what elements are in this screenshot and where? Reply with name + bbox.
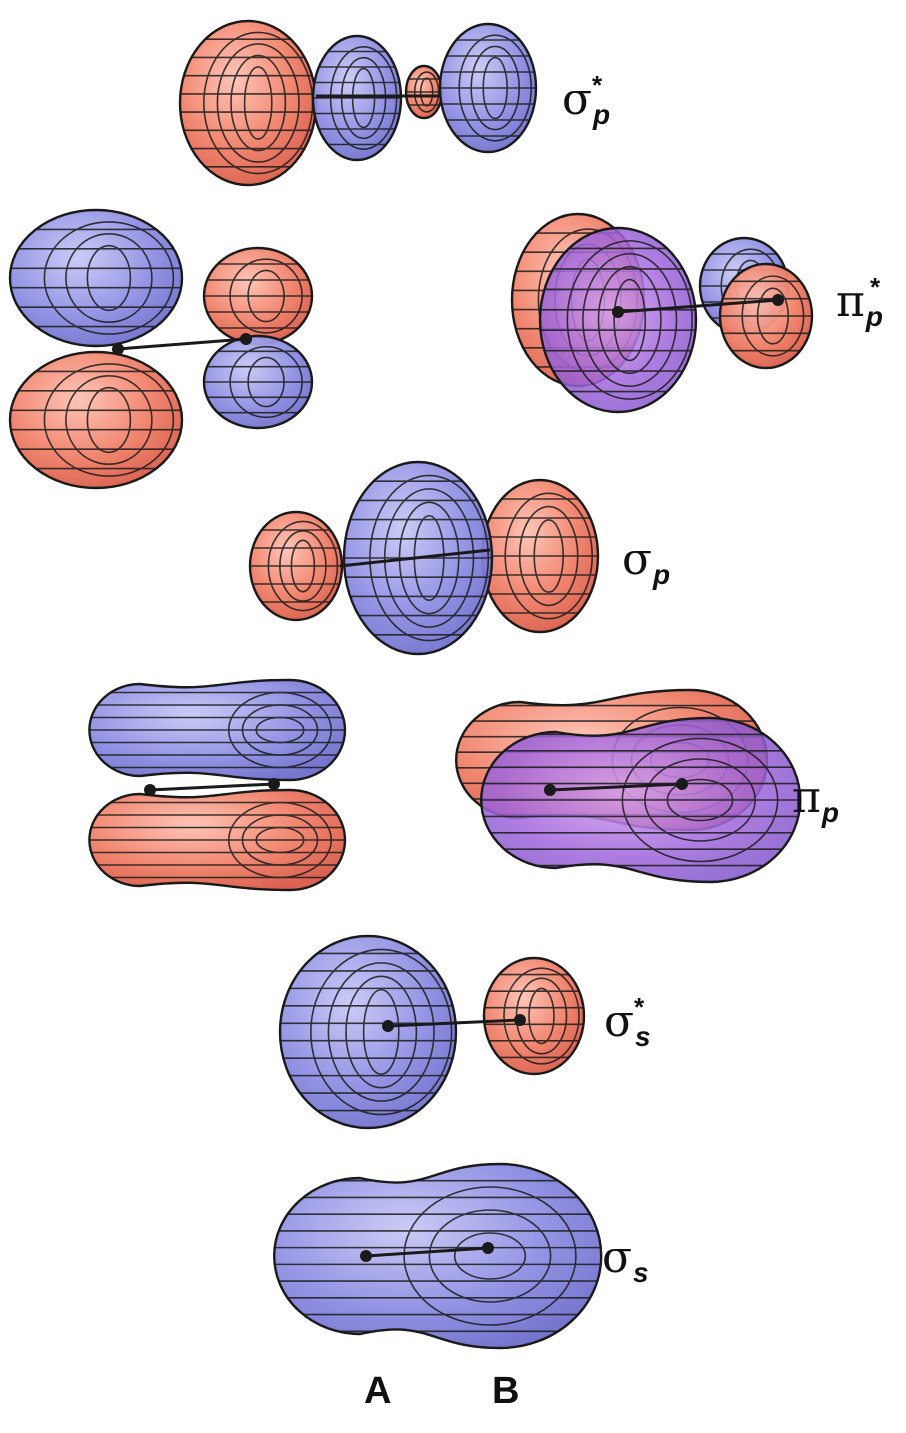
lobe-positive bbox=[280, 936, 456, 1128]
orbital-label-sigma-s: σs bbox=[602, 1236, 649, 1280]
orbital-subscript: s bbox=[633, 1257, 649, 1288]
orbital-label-sigma-s-star: σs* bbox=[604, 1000, 651, 1044]
orbital-superscript: * bbox=[634, 994, 644, 1020]
lobe-positive bbox=[440, 24, 536, 152]
lobe-positive-lower bbox=[204, 336, 312, 428]
nucleus-b bbox=[514, 1014, 526, 1026]
nucleus-b bbox=[482, 1242, 494, 1254]
orbital-subscript: p bbox=[593, 99, 610, 130]
lobe-overlap bbox=[540, 228, 696, 412]
sigma-s-star-orbital bbox=[280, 936, 584, 1128]
pi-p-star-orbital-rotated-view bbox=[512, 214, 812, 412]
orbital-label-sigma-p: σp bbox=[622, 538, 670, 582]
lobe-overlap bbox=[474, 718, 808, 882]
lobe-negative-left bbox=[250, 512, 342, 620]
orbital-symbol: π bbox=[836, 276, 865, 327]
lobe-negative bbox=[180, 21, 316, 185]
nucleus-b bbox=[676, 778, 688, 790]
orbital-subscript: s bbox=[635, 1021, 651, 1052]
lobe-positive-upper bbox=[85, 680, 350, 780]
nucleus-b bbox=[772, 294, 784, 306]
orbital-subscript: p bbox=[866, 301, 883, 332]
pi-p-star-orbital-side-view bbox=[10, 210, 312, 488]
nucleus-a bbox=[382, 1020, 394, 1032]
orbital-symbol: σ bbox=[562, 74, 592, 125]
sigma-p-star-orbital bbox=[180, 21, 536, 185]
orbital-symbol: σ bbox=[622, 534, 652, 585]
nucleus-a bbox=[112, 343, 124, 355]
lobe-negative-lower bbox=[85, 790, 350, 890]
atom-label-b: B bbox=[492, 1372, 519, 1410]
lobe-positive bbox=[313, 36, 401, 160]
orbital-superscript: * bbox=[592, 72, 602, 98]
atom-label-a: A bbox=[364, 1372, 391, 1410]
orbital-symbol: σ bbox=[604, 996, 634, 1047]
lobe-negative bbox=[484, 958, 584, 1074]
lobe-negative-lower bbox=[10, 352, 182, 488]
bond-axis bbox=[150, 784, 274, 790]
pi-p-orbital-side-view bbox=[85, 680, 350, 890]
nucleus-a bbox=[612, 306, 624, 318]
lobe-positive-upper bbox=[10, 210, 182, 346]
nucleus-a bbox=[544, 784, 556, 796]
nucleus-a bbox=[144, 784, 156, 796]
orbital-label-sigma-p-star: σp* bbox=[562, 78, 610, 122]
sigma-s-orbital bbox=[266, 1164, 610, 1348]
orbital-label-pi-p-star: πp* bbox=[836, 280, 883, 324]
nucleus-a bbox=[360, 1250, 372, 1262]
nucleus-b bbox=[268, 778, 280, 790]
lobe-positive bbox=[266, 1164, 610, 1348]
orbital-superscript: * bbox=[870, 274, 880, 300]
lobe-negative-upper bbox=[204, 248, 312, 344]
orbital-label-pi-p: πp bbox=[792, 776, 839, 820]
orbital-symbol: σ bbox=[602, 1232, 632, 1283]
orbital-symbol: π bbox=[792, 772, 821, 823]
lobe-negative bbox=[720, 264, 812, 368]
orbital-subscript: p bbox=[653, 559, 670, 590]
orbital-subscript: p bbox=[822, 797, 839, 828]
lobe-negative-small bbox=[406, 66, 442, 118]
pi-p-orbital-rotated-view bbox=[450, 690, 808, 882]
lobe-negative-right bbox=[482, 480, 598, 632]
nucleus-b bbox=[240, 333, 252, 345]
sigma-p-orbital bbox=[250, 462, 598, 654]
